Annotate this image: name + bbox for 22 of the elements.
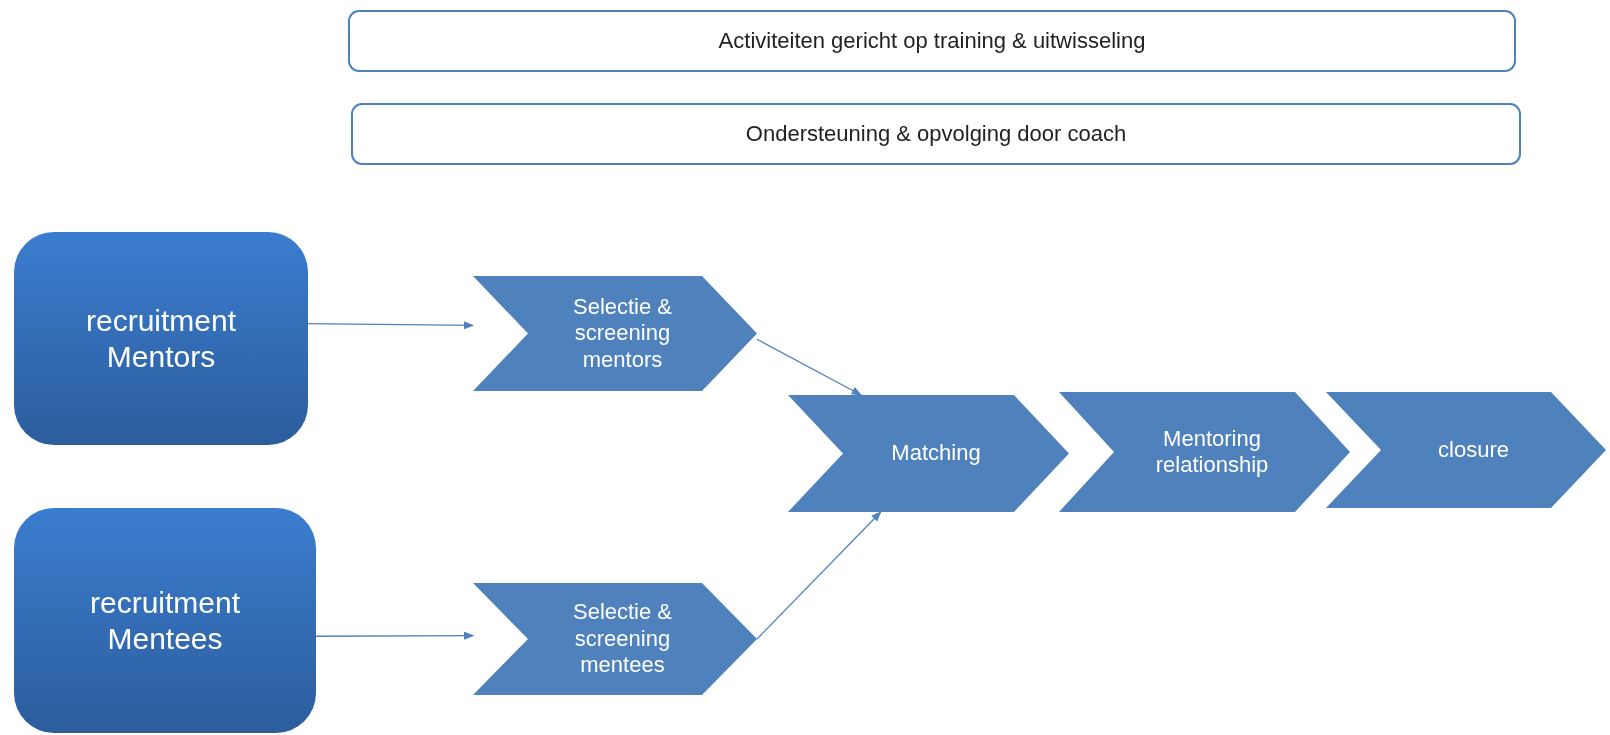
label-box [348,10,1516,72]
label-box [351,103,1521,165]
box-label: Ondersteuning & opvolging door coach [745,120,1127,148]
arrow [756,511,882,640]
arrow [756,338,862,396]
node-label: closure [1438,436,1509,464]
node-label: Selectie & screening mentors [571,293,674,374]
node-label: recruitment Mentees [88,584,241,657]
process-step [473,583,757,695]
node-label: Mentoring relationship [1154,425,1270,479]
process-step [1059,392,1350,512]
node-label: recruitment Mentors [84,302,237,375]
process-step [1326,392,1606,508]
arrow [307,321,475,330]
node-label: Matching [891,440,981,467]
process-step [788,395,1069,512]
recruitment-box [14,232,308,445]
arrow [315,631,475,640]
recruitment-box [14,508,316,733]
process-step [473,276,757,391]
box-label: Activiteiten gericht op training & uitwisseling [718,27,1146,55]
node-label: Selectie & screening mentees [571,599,674,679]
